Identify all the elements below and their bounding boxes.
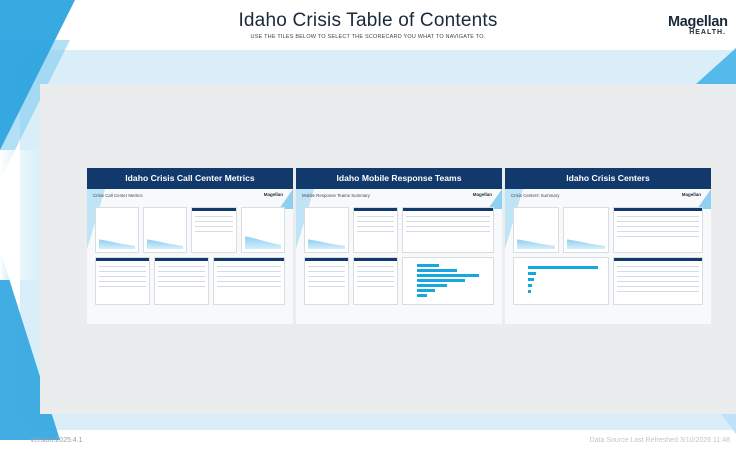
tile-call-center-metrics[interactable]: Idaho Crisis Call Center Metrics Crisis …: [87, 168, 293, 324]
preview-card: [241, 207, 285, 253]
preview-title: Mobile Response Teams Summary: [302, 193, 371, 198]
preview-card: [213, 257, 285, 305]
decorative-shape: [0, 150, 40, 280]
preview-card: [353, 257, 398, 305]
navigation-tiles: Idaho Crisis Call Center Metrics Crisis …: [87, 168, 711, 324]
version-label: Version:2025.4.1: [30, 437, 83, 444]
decorative-shape: [696, 48, 736, 84]
logo-wordmark: Magellan: [668, 14, 728, 30]
page-title: Idaho Crisis Table of Contents: [238, 10, 498, 31]
preview-card: [513, 257, 609, 305]
tile-preview-thumbnail: Crisis Centers' Summary Magellan: [505, 189, 711, 324]
preview-card: [402, 257, 494, 305]
preview-logo: Magellan: [681, 192, 701, 197]
preview-card: [95, 207, 139, 253]
logo-tagline: HEALTH.: [689, 29, 726, 36]
tile-mobile-response-teams[interactable]: Idaho Mobile Response Teams Mobile Respo…: [296, 168, 502, 324]
page-subtitle: USE THE TILES BELOW TO SELECT THE SCOREC…: [250, 34, 486, 40]
magellan-logo: Magellan HEALTH.: [668, 15, 728, 36]
tile-title: Idaho Crisis Centers: [505, 168, 711, 189]
preview-card: [154, 257, 209, 305]
preview-card: [402, 207, 494, 253]
preview-logo: Magellan: [263, 192, 283, 197]
data-refresh-label: Data Source Last Refreshed 3/10/2026 11:…: [589, 437, 730, 444]
preview-card: [304, 207, 349, 253]
preview-card: [353, 207, 398, 253]
preview-title: Crisis Call Center Metrics: [93, 193, 143, 198]
tile-title: Idaho Mobile Response Teams: [296, 168, 502, 189]
preview-card: [613, 207, 703, 253]
preview-logo: Magellan: [472, 192, 492, 197]
preview-card: [143, 207, 187, 253]
preview-card: [613, 257, 703, 305]
tile-title: Idaho Crisis Call Center Metrics: [87, 168, 293, 189]
tile-preview-thumbnail: Mobile Response Teams Summary Magellan: [296, 189, 502, 324]
preview-card: [513, 207, 559, 253]
preview-card: [191, 207, 237, 253]
preview-title: Crisis Centers' Summary: [511, 193, 560, 198]
tile-crisis-centers[interactable]: Idaho Crisis Centers Crisis Centers' Sum…: [505, 168, 711, 324]
preview-card: [95, 257, 150, 305]
page-header: Idaho Crisis Table of Contents USE THE T…: [0, 0, 736, 50]
preview-card: [304, 257, 349, 305]
preview-card: [563, 207, 609, 253]
tile-preview-thumbnail: Crisis Call Center Metrics Magellan: [87, 189, 293, 324]
